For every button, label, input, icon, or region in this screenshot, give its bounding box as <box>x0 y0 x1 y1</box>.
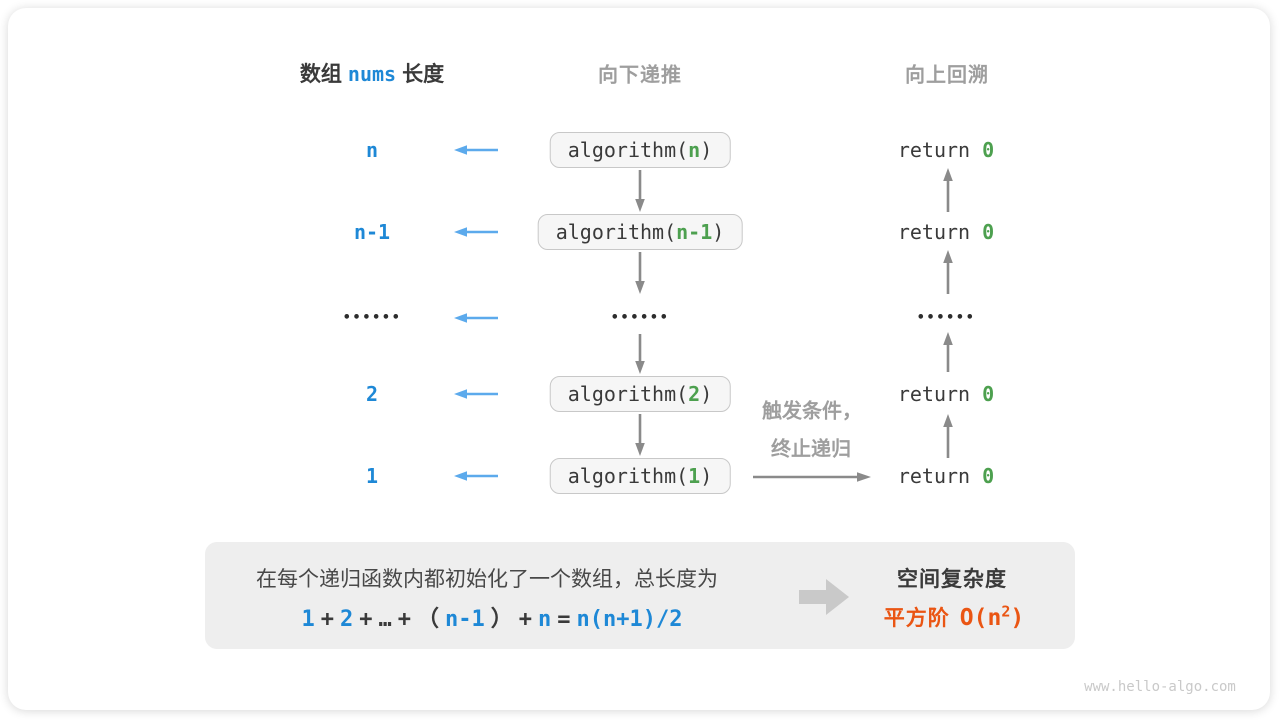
length-label-n-1: n-1 <box>353 220 391 244</box>
call-box-n-1: algorithm(n-1) <box>537 214 743 250</box>
formula-equals: = <box>557 607 571 632</box>
base-case-note-line2: 终止递归 <box>771 436 851 461</box>
bigo-prefix: O(n <box>959 605 1002 631</box>
formula-paren: （ <box>417 607 440 632</box>
return-keyword: return <box>897 382 971 406</box>
return-keyword: return <box>897 464 971 488</box>
formula-term: 1 <box>301 607 315 632</box>
return-statement: return 0 <box>898 220 994 244</box>
call-prefix: algorithm( <box>567 382 689 406</box>
formula-ellipsis: … <box>378 607 392 632</box>
block-arrow-icon <box>799 579 849 615</box>
length-label-2: 2 <box>365 382 379 406</box>
return-value: 0 <box>982 220 995 244</box>
call-prefix: algorithm( <box>567 138 689 162</box>
call-param: n <box>688 138 701 162</box>
length-label-n: n <box>365 138 379 162</box>
down-arrow-icon <box>635 414 645 456</box>
return-keyword: return <box>897 138 971 162</box>
header-backtrack-up: 向上回溯 <box>905 62 989 87</box>
formula-term: 2 <box>340 607 354 632</box>
right-arrow-icon <box>753 472 871 482</box>
result-order-label: 平方阶 <box>883 606 950 630</box>
formula-operator: + <box>359 607 373 632</box>
return-statement: return 0 <box>898 464 994 488</box>
bigo-exponent: 2 <box>1001 602 1011 621</box>
formula-term: n-1 <box>445 607 485 632</box>
call-box-2: algorithm(2) <box>549 376 731 412</box>
call-suffix: ) <box>700 382 713 406</box>
header-recurse-down: 向下递推 <box>598 62 682 87</box>
return-value: 0 <box>982 382 995 406</box>
summary-caption: 在每个递归函数内都初始化了一个数组，总长度为 <box>256 567 718 591</box>
call-prefix: algorithm( <box>555 220 677 244</box>
return-statement: return 0 <box>898 138 994 162</box>
down-arrow-icon <box>635 252 645 294</box>
left-arrow-icon <box>454 313 498 323</box>
down-arrow-icon <box>635 170 645 212</box>
return-statement: return 0 <box>898 382 994 406</box>
call-param: n-1 <box>676 220 713 244</box>
call-prefix: algorithm( <box>567 464 689 488</box>
formula-operator: + <box>320 607 334 632</box>
base-case-note-line1: 触发条件， <box>762 398 862 423</box>
down-arrow-icon <box>635 334 645 374</box>
return-value: 0 <box>982 464 995 488</box>
formula-result: n(n+1)/2 <box>576 607 683 632</box>
call-ellipsis: •••••• <box>610 310 670 326</box>
call-suffix: ) <box>700 464 713 488</box>
bigo-suffix: ) <box>1010 605 1025 631</box>
call-suffix: ) <box>700 138 713 162</box>
return-keyword: return <box>897 220 971 244</box>
length-ellipsis: •••••• <box>342 310 402 326</box>
watermark: www.hello-algo.com <box>1084 679 1236 695</box>
left-arrow-icon <box>454 145 498 155</box>
summary-formula: 1+2+…+（n-1）+n=n(n+1)/2 <box>299 601 686 633</box>
call-box-n: algorithm(n) <box>549 132 731 168</box>
formula-term: n <box>538 607 552 632</box>
left-arrow-icon <box>454 471 498 481</box>
header-nums-code: nums <box>347 62 397 86</box>
left-arrow-icon <box>454 227 498 237</box>
formula-operator: + <box>518 607 533 632</box>
formula-paren: ） <box>490 607 513 632</box>
up-arrow-icon <box>943 414 953 458</box>
header-array-suffix: 长度 <box>402 62 445 86</box>
call-box-1: algorithm(1) <box>549 458 731 494</box>
call-param: 1 <box>688 464 701 488</box>
left-arrow-icon <box>454 389 498 399</box>
header-array-prefix: 数组 <box>299 62 342 86</box>
formula-operator: + <box>397 607 411 632</box>
up-arrow-icon <box>943 332 953 372</box>
summary-panel <box>205 542 1075 649</box>
up-arrow-icon <box>943 168 953 212</box>
return-value: 0 <box>982 138 995 162</box>
call-suffix: ) <box>712 220 725 244</box>
result-bigo: O(n2) <box>959 602 1025 631</box>
result-title: 空间复杂度 <box>897 567 1007 591</box>
call-param: 2 <box>688 382 701 406</box>
up-arrow-icon <box>943 250 953 294</box>
result-complexity: 平方阶 O(n2) <box>884 602 1024 632</box>
return-ellipsis: •••••• <box>916 310 976 326</box>
length-label-1: 1 <box>365 464 379 488</box>
